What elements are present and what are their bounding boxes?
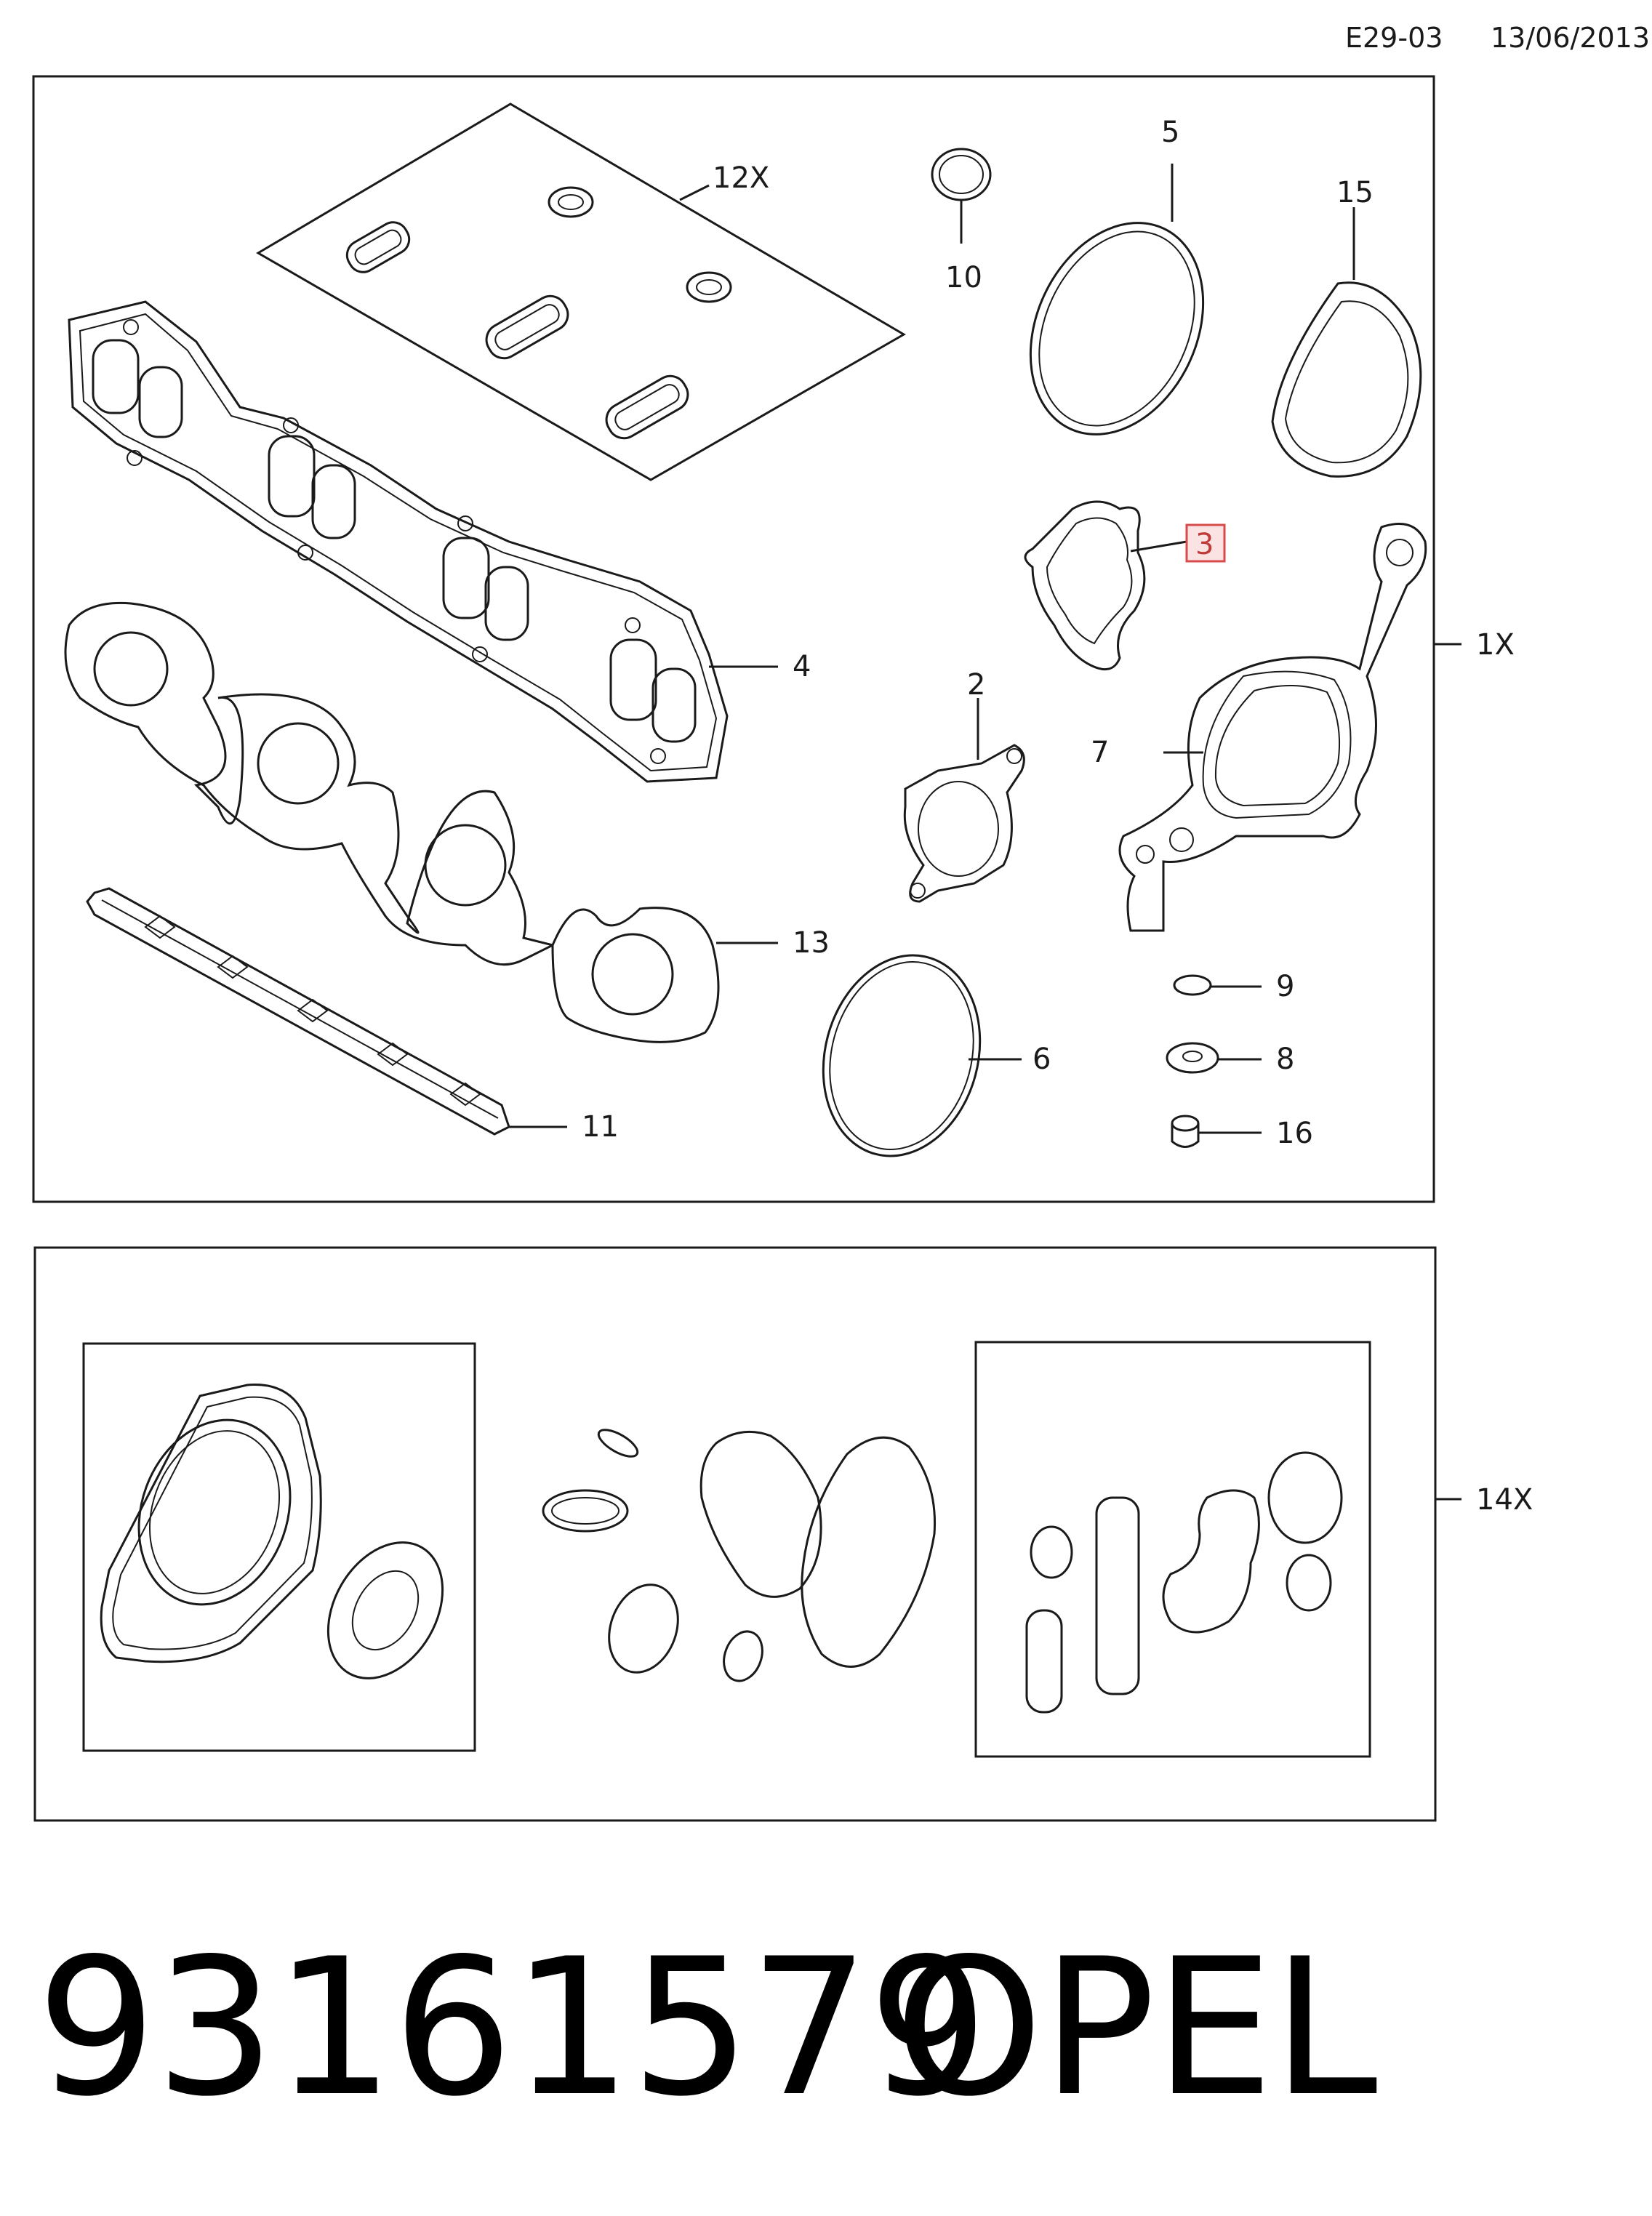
part-15-d-gasket[interactable] bbox=[1271, 281, 1422, 478]
part-7-vacuum-pump-gasket[interactable] bbox=[1118, 523, 1427, 932]
ring-seal-small[interactable] bbox=[718, 1626, 769, 1687]
callout-16: 16 bbox=[1276, 1117, 1313, 1150]
upper-kit-frame bbox=[32, 75, 1435, 1203]
callout-11: 11 bbox=[582, 1110, 619, 1144]
small-oval-seal[interactable] bbox=[595, 1425, 641, 1462]
figure-eight-seal[interactable] bbox=[1162, 1489, 1260, 1634]
callout-5: 5 bbox=[1161, 116, 1179, 149]
part-11-strip-gasket[interactable] bbox=[86, 887, 510, 1136]
oval-seal-box[interactable] bbox=[1030, 1525, 1073, 1579]
crank-seal-ring[interactable] bbox=[305, 1522, 465, 1698]
callout-2: 2 bbox=[967, 668, 985, 702]
part-9-small-o-ring[interactable] bbox=[1173, 974, 1212, 996]
drawing-date: 13/06/2013 bbox=[1491, 22, 1651, 54]
part-8-washer[interactable] bbox=[1166, 1042, 1219, 1074]
drawing-code: E29-03 bbox=[1345, 22, 1443, 54]
lower-kit-frame bbox=[33, 1246, 1437, 1822]
part-13-exhaust-manifold-gasket[interactable] bbox=[64, 601, 720, 1043]
part-3-highlight-box[interactable] bbox=[1185, 523, 1226, 563]
part-5-large-seal-ring[interactable] bbox=[998, 195, 1236, 462]
callout-7: 7 bbox=[1091, 736, 1109, 769]
crank-seal-subset-box bbox=[82, 1342, 476, 1752]
part-2-gasket[interactable] bbox=[903, 744, 1025, 903]
round-seal-large[interactable] bbox=[1267, 1451, 1343, 1544]
callout-14x: 14X bbox=[1476, 1483, 1533, 1517]
callout-12x: 12X bbox=[713, 161, 769, 195]
long-oval-seal[interactable] bbox=[1025, 1609, 1063, 1714]
callout-3: 3 bbox=[1195, 528, 1214, 561]
callout-10: 10 bbox=[945, 261, 982, 294]
part-12-intake-seals-sheet[interactable] bbox=[256, 103, 906, 481]
long-strip-seal[interactable] bbox=[1095, 1496, 1140, 1695]
rear-crank-seal-housing[interactable] bbox=[100, 1384, 322, 1663]
part-4-intake-manifold-gasket[interactable] bbox=[68, 300, 729, 783]
callout-15: 15 bbox=[1336, 176, 1374, 209]
brand-name: OPEL bbox=[894, 1919, 1378, 2138]
part-16-valve-stem-seal[interactable] bbox=[1171, 1115, 1200, 1148]
callout-8: 8 bbox=[1276, 1043, 1294, 1076]
ring-seal-large[interactable] bbox=[598, 1575, 690, 1682]
oval-seal[interactable] bbox=[542, 1489, 629, 1533]
round-seal-small[interactable] bbox=[1286, 1554, 1332, 1612]
callout-13: 13 bbox=[793, 926, 830, 960]
cylinder-head-seals-box bbox=[974, 1341, 1371, 1758]
part-6-o-ring[interactable] bbox=[801, 938, 1001, 1174]
callout-6: 6 bbox=[1032, 1043, 1051, 1076]
callout-4: 4 bbox=[793, 650, 811, 683]
oblong-seal-left[interactable] bbox=[699, 1430, 822, 1598]
part-10-o-ring[interactable] bbox=[931, 148, 992, 201]
callout-9: 9 bbox=[1276, 970, 1294, 1003]
callout-1x: 1X bbox=[1476, 628, 1515, 662]
part-number: 93161579 bbox=[36, 1919, 988, 2138]
oblong-seal-right[interactable] bbox=[801, 1436, 937, 1668]
part-3-gasket[interactable] bbox=[1024, 500, 1146, 671]
